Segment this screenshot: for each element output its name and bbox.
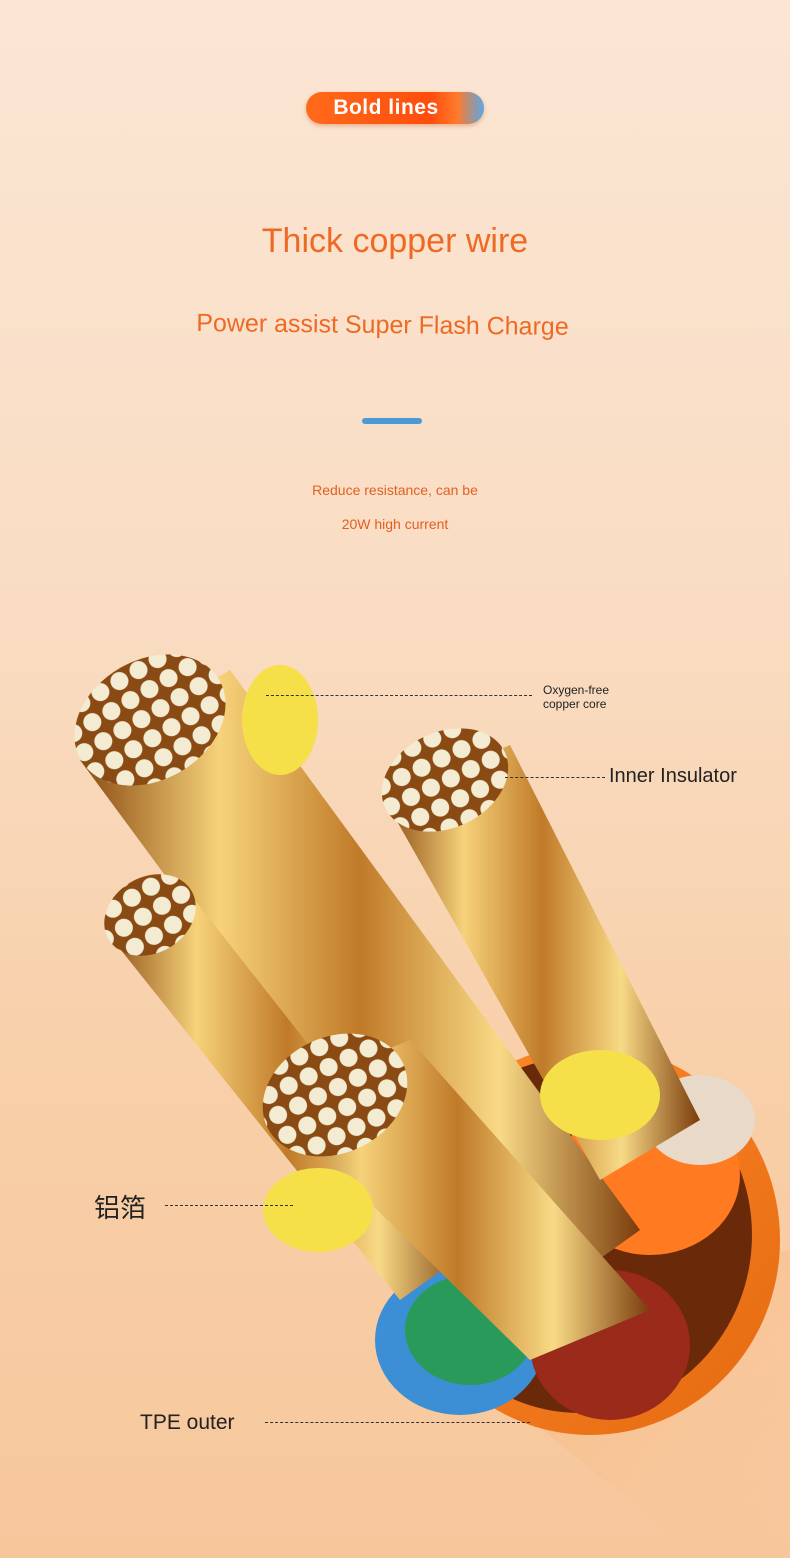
oxygen-free-leader-line — [266, 695, 532, 696]
tpe-outer-leader-line — [265, 1422, 530, 1423]
bold-lines-badge: Bold lines — [306, 92, 484, 124]
page-title: Thick copper wire — [261, 222, 529, 260]
foil-cap-top — [242, 665, 318, 775]
inner-insulator-leader-line — [505, 777, 605, 778]
foil-cap-right — [540, 1050, 660, 1140]
badge-label: Bold lines — [333, 96, 439, 119]
foil-cap-bottom — [263, 1168, 373, 1252]
divider-bar — [362, 418, 422, 424]
aluminum-foil-leader-line — [165, 1205, 293, 1206]
oxygen-free-line-1: Oxygen-free — [543, 683, 610, 697]
inner-insulator-label: Inner Insulator — [609, 765, 737, 787]
tpe-outer-label: TPE outer — [140, 1411, 235, 1434]
oxygen-free-label: Oxygen-free copper core — [543, 683, 609, 711]
aluminum-foil-label: 铝箔 — [94, 1193, 147, 1223]
copper-bundle-front — [262, 1033, 650, 1360]
oxygen-free-line-2: copper core — [543, 697, 607, 711]
description-line-2: 20W high current — [341, 516, 449, 532]
description-line-1: Reduce resistance, can be — [312, 482, 478, 498]
